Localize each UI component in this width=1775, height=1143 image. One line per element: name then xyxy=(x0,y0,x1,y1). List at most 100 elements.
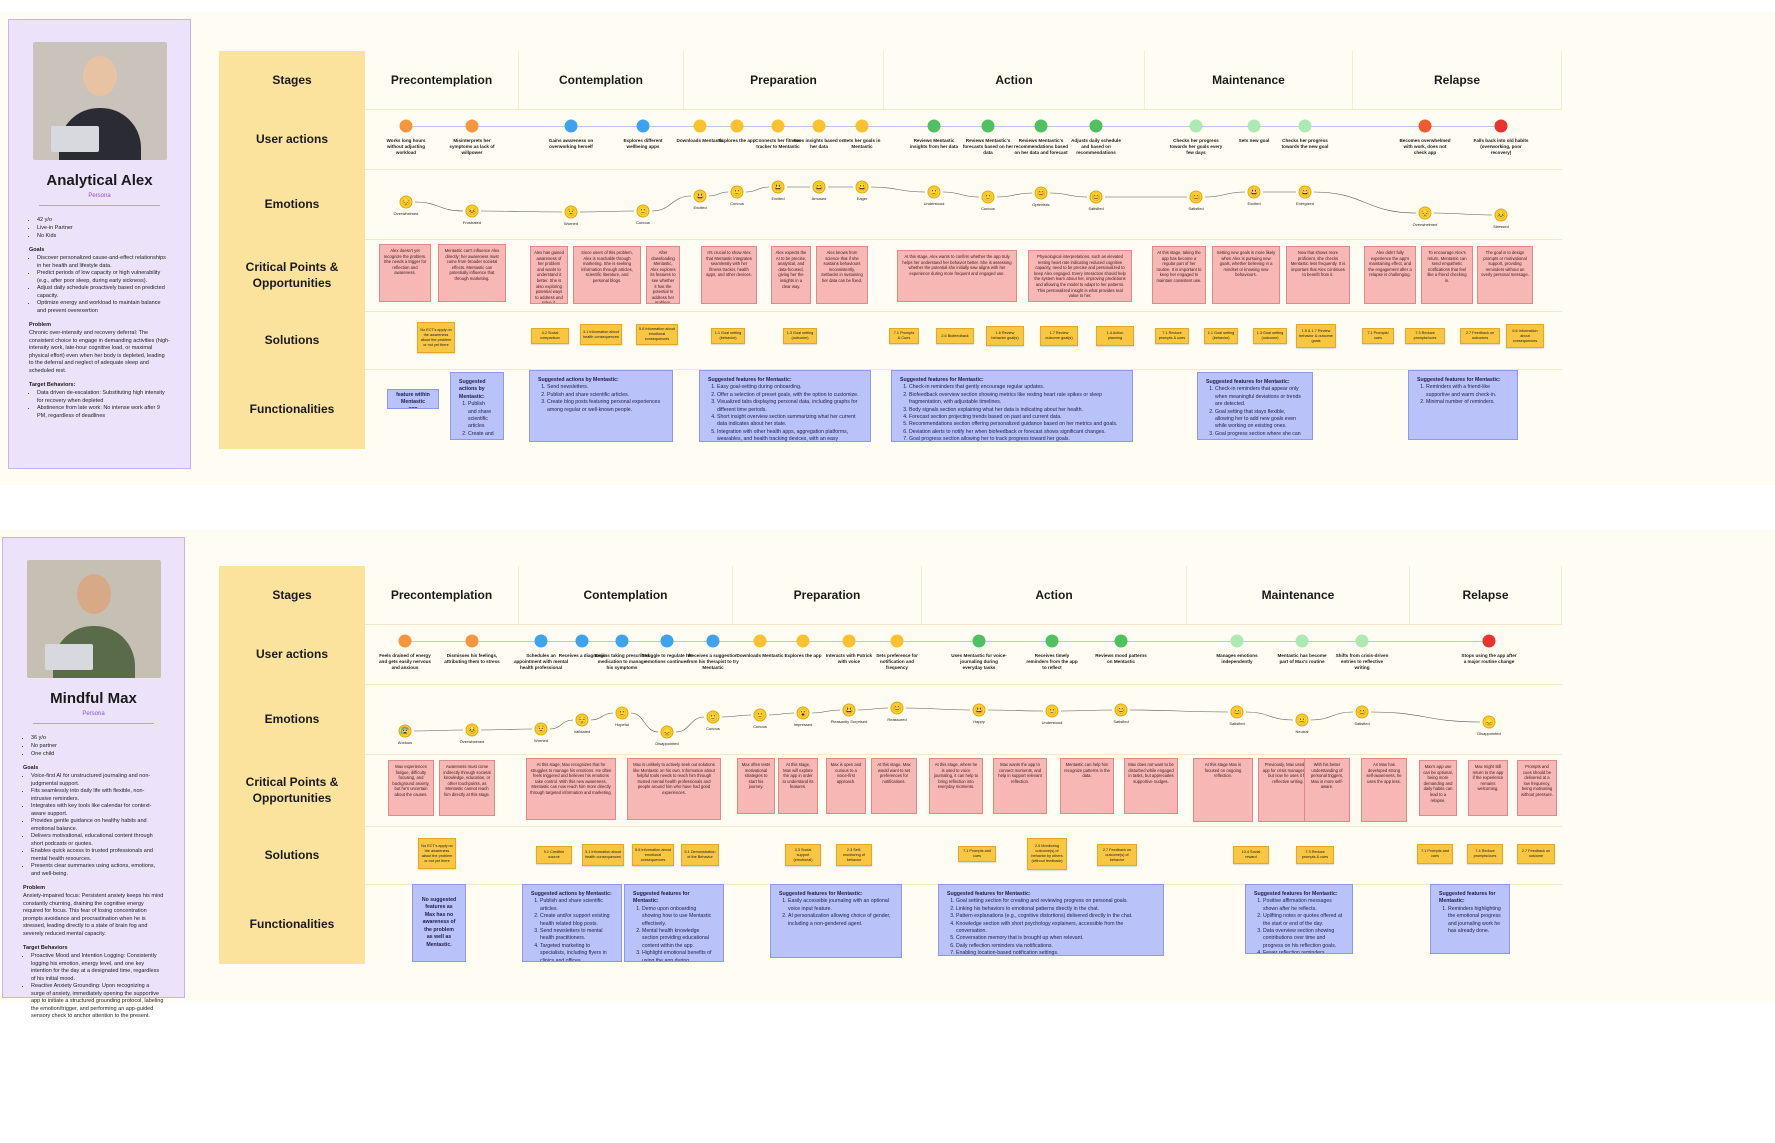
functionality-item: Minimal number of reminders. xyxy=(1426,399,1509,406)
emotion-face-icon: 😄 xyxy=(812,180,826,194)
action-node[interactable] xyxy=(1355,634,1369,648)
functionality-item: Send newsletters. xyxy=(547,384,664,391)
critical-point-note: Max often tests motivational strategies … xyxy=(737,758,775,814)
action-node[interactable] xyxy=(972,634,986,648)
target-behaviors-list: Data driven de-escalation: Substituting … xyxy=(29,390,170,420)
row-divider xyxy=(365,239,1562,240)
solution-sticky: 9.1 Credible source xyxy=(536,846,572,864)
action-label: Connects her fitness tracker to Mentasti… xyxy=(755,138,801,149)
row-label: Solutions xyxy=(219,826,365,884)
functionality-item: Goal progress section allowing her to tr… xyxy=(909,436,1124,441)
emotion-label: Validated xyxy=(573,729,591,734)
action-node[interactable] xyxy=(1482,634,1496,648)
action-node[interactable] xyxy=(842,634,856,648)
emotion-curve-segment xyxy=(651,195,692,212)
persona-divider xyxy=(39,205,160,206)
action-node[interactable] xyxy=(564,119,578,133)
functionality-item: Send newsletters to mental health practi… xyxy=(540,928,613,943)
action-node[interactable] xyxy=(398,634,412,648)
emotion-label: Optimistic xyxy=(1032,202,1050,207)
solution-sticky: 1.1 Goal setting (behavior) xyxy=(711,328,745,344)
emotion-curve-segment xyxy=(905,707,971,711)
action-node[interactable] xyxy=(1034,119,1048,133)
critical-point-note: Alex has gained awareness of her problem… xyxy=(530,246,568,304)
emotion-curve-segment xyxy=(745,186,770,193)
solution-sticky: 2.6 Biofeedback xyxy=(936,328,974,344)
action-node[interactable] xyxy=(399,119,413,133)
action-node[interactable] xyxy=(465,634,479,648)
critical-point-note: At this stage, where he is used to voice… xyxy=(929,758,983,814)
emotion-label: Worried xyxy=(534,738,548,743)
action-node[interactable] xyxy=(1418,119,1432,133)
action-node[interactable] xyxy=(706,634,720,648)
action-node[interactable] xyxy=(1298,119,1312,133)
functionality-item: Conversation memory that is brought up w… xyxy=(956,935,1155,942)
action-node[interactable] xyxy=(1295,634,1309,648)
stage-header: Preparation xyxy=(733,566,922,624)
functionality-title: Suggested features for Mentastic: xyxy=(1206,379,1290,385)
action-node[interactable] xyxy=(534,634,548,648)
emotion-curve-segment xyxy=(1310,711,1354,721)
functionality-item: Targeted marketing to specialists, inclu… xyxy=(540,943,613,961)
goals-heading: Goals xyxy=(23,765,39,771)
action-label: Sets new goal xyxy=(1238,138,1270,143)
emotion-curve-segment xyxy=(1245,711,1294,721)
functionality-item: Uplifting notes or quotes offered at the… xyxy=(1263,913,1344,928)
critical-point-note: It's crucial to show Alex that Mentastic… xyxy=(701,246,757,304)
emotion-face-icon: 🙂 xyxy=(981,190,995,204)
action-node[interactable] xyxy=(615,634,629,648)
action-node[interactable] xyxy=(796,634,810,648)
action-label: Receives a diagnosis xyxy=(558,653,606,658)
functionality-item: Short insight overview section summarizi… xyxy=(717,414,862,429)
functionality-item: Publish and share scientific articles. xyxy=(540,898,613,913)
functionality-list: Reminders with a friend-like supportive … xyxy=(1417,384,1509,406)
action-node[interactable] xyxy=(575,634,589,648)
emotion-face-icon: 🙂 xyxy=(636,204,650,218)
solution-sticky: 7.1 Prompts & Cues xyxy=(889,328,919,344)
functionality-item: Biofeedback overview section showing met… xyxy=(909,392,1124,407)
emotion-face-icon: 🙂 xyxy=(730,185,744,199)
solution-sticky: 3.1 Information about health consequence… xyxy=(580,324,622,345)
action-node[interactable] xyxy=(981,119,995,133)
row-divider xyxy=(365,684,1562,685)
row-label: Critical Points & Opportunities xyxy=(219,754,365,826)
action-node[interactable] xyxy=(1189,119,1203,133)
functionality-item: Publish and share scientific articles. xyxy=(547,392,664,399)
stage-header: Preparation xyxy=(684,51,884,109)
action-node[interactable] xyxy=(771,119,785,133)
functionality-title: No applicable feature within Mentastic a… xyxy=(396,390,430,408)
solution-sticky: 1.3 Goal setting (outcome) xyxy=(783,328,817,344)
action-node[interactable] xyxy=(855,119,869,133)
critical-point-note: The goal is to design prompts or motivat… xyxy=(1477,246,1533,304)
functionality-item: Check-in reminders that appear only when… xyxy=(1215,386,1304,408)
action-node[interactable] xyxy=(927,119,941,133)
action-node[interactable] xyxy=(1045,634,1059,648)
action-node[interactable] xyxy=(1089,119,1103,133)
functionality-title: Suggested features for Mentastic: xyxy=(708,377,792,383)
action-label: Downloads Mentastic xyxy=(676,138,724,143)
action-node[interactable] xyxy=(730,119,744,133)
action-node[interactable] xyxy=(753,634,767,648)
action-node[interactable] xyxy=(1494,119,1508,133)
action-node[interactable] xyxy=(693,119,707,133)
functionality-title: Suggested features for Mentastic: xyxy=(1439,891,1496,905)
problem-text: Chronic over-intensity and recovery defe… xyxy=(29,330,170,374)
emotion-label: Happy xyxy=(973,719,985,724)
action-node[interactable] xyxy=(1247,119,1261,133)
functionality-title: No suggested features as Max has no awar… xyxy=(421,897,457,948)
row-divider xyxy=(365,109,1562,110)
action-label: Explores the app xyxy=(784,653,822,658)
action-label: Checks her progress towards her goals ev… xyxy=(1169,138,1223,155)
functionality-card: Suggested features for Mentastic:Reminde… xyxy=(1408,370,1518,440)
action-node[interactable] xyxy=(812,119,826,133)
functionality-list: Easily accessible journaling with an opt… xyxy=(779,898,893,928)
action-node[interactable] xyxy=(660,634,674,648)
emotion-label: Satisfied xyxy=(1229,721,1245,726)
action-node[interactable] xyxy=(890,634,904,648)
emotion-face-icon: 😊 xyxy=(1114,703,1128,717)
action-node[interactable] xyxy=(1230,634,1244,648)
action-node[interactable] xyxy=(465,119,479,133)
action-label: Explores different wellbeing apps xyxy=(623,138,663,149)
action-node[interactable] xyxy=(1114,634,1128,648)
action-node[interactable] xyxy=(636,119,650,133)
